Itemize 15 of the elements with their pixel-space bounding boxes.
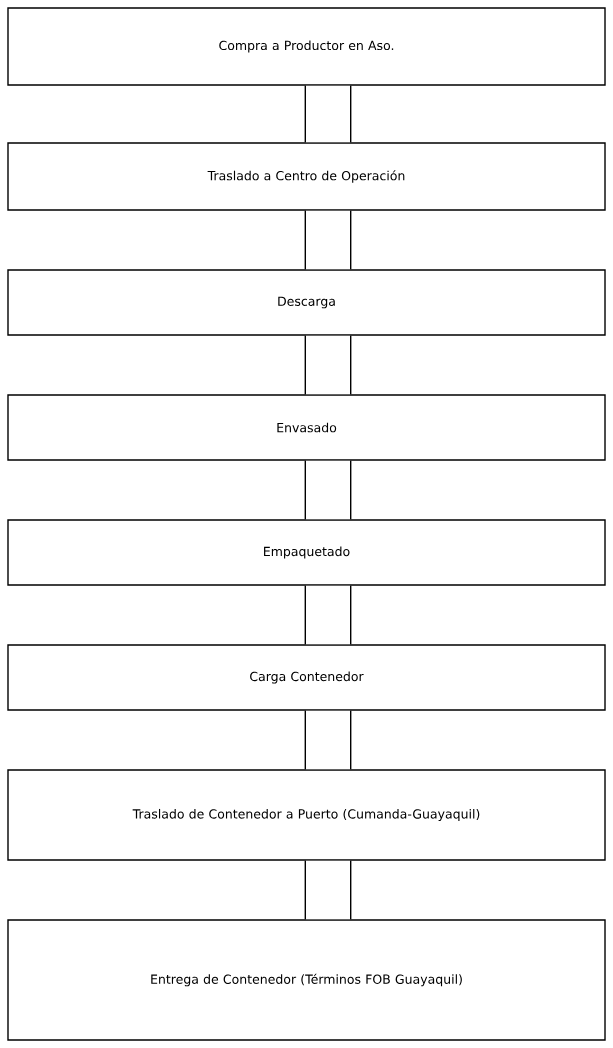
process-box: Empaquetado: [7, 519, 606, 586]
connector: [304, 335, 352, 395]
process-box: Traslado de Contenedor a Puerto (Cumanda-Guayaquil): [7, 769, 606, 861]
connector: [304, 460, 352, 520]
process-box: Entrega de Contenedor (Términos FOB Guayaquil): [7, 919, 606, 1041]
process-box: Envasado: [7, 394, 606, 461]
process-box: Compra a Productor en Aso.: [7, 7, 606, 86]
connector: [304, 710, 352, 770]
process-box: Traslado a Centro de Operación: [7, 142, 606, 211]
process-box: Descarga: [7, 269, 606, 336]
connector: [304, 210, 352, 270]
connector: [304, 860, 352, 920]
connector: [304, 585, 352, 645]
connector: [304, 85, 352, 143]
process-box: Carga Contenedor: [7, 644, 606, 711]
